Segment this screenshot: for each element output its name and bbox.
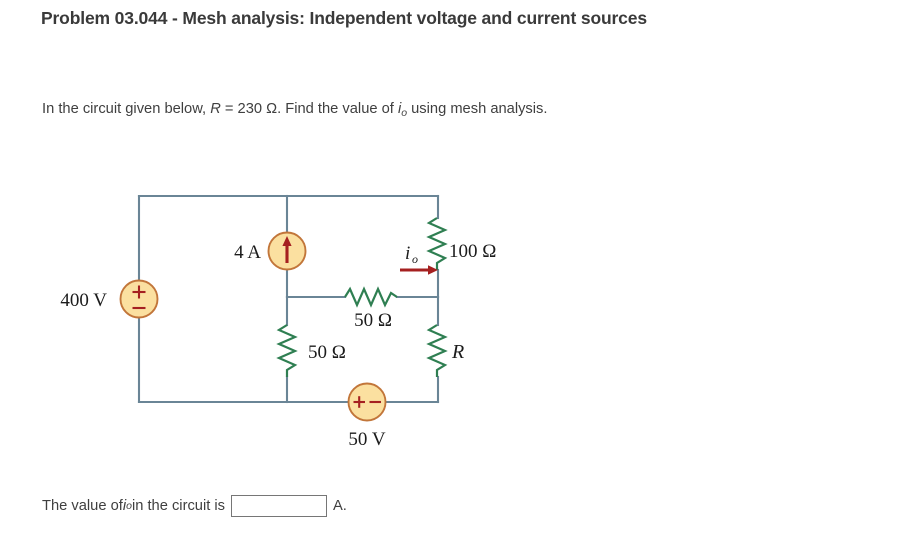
resistor-50-ohm-vertical-label: 50 Ω (308, 342, 346, 363)
statement-text-2: = 230 Ω. Find the value of (220, 101, 398, 117)
statement-var-R: R (210, 101, 221, 117)
circuit-diagram: 400 V 4 A 50 V (0, 160, 560, 480)
current-io-subscript: o (412, 252, 418, 266)
statement-text-3: using mesh analysis. (407, 101, 548, 117)
statement-text-1: In the circuit given below, (42, 101, 211, 117)
voltage-source-400v: 400 V (60, 279, 159, 319)
resistor-50-ohm-vertical-symbol (276, 324, 298, 377)
voltage-source-50v-body (347, 382, 387, 422)
plus-icon (132, 285, 146, 299)
answer-unit: A. (333, 498, 347, 514)
answer-var-i: i (122, 498, 127, 514)
arrow-up-icon (282, 236, 292, 263)
resistor-R-label: R (451, 341, 464, 363)
problem-statement: In the circuit given below, R = 230 Ω. F… (42, 101, 547, 119)
voltage-source-50v: 50 V (347, 382, 387, 450)
answer-mid-text: in the circuit is (131, 498, 226, 514)
voltage-source-400v-body (119, 279, 159, 319)
answer-var-i-subscript: o (126, 500, 132, 512)
answer-input[interactable] (231, 495, 328, 517)
resistor-R-symbol (426, 324, 448, 377)
page-title: Problem 03.044 - Mesh analysis: Independ… (41, 8, 647, 28)
resistor-50-ohm-horizontal-label: 50 Ω (354, 310, 392, 331)
statement-var-i: i (397, 101, 402, 117)
circuit-resistors (276, 217, 448, 377)
resistor-50-ohm-horizontal-symbol (344, 286, 398, 308)
resistor-100-ohm-label: 100 Ω (449, 241, 496, 262)
current-arrow-io: i o (400, 243, 438, 275)
current-io-label: i (405, 243, 410, 264)
answer-prefix: The value of (42, 498, 123, 514)
voltage-source-400v-label: 400 V (60, 290, 107, 311)
current-source-4a-label: 4 A (234, 242, 261, 263)
plus-icon (353, 396, 365, 408)
statement-var-i-subscript: o (401, 106, 408, 119)
resistor-100-ohm-symbol (426, 217, 448, 270)
circuit-wires (137, 194, 440, 404)
voltage-source-50v-label: 50 V (348, 429, 385, 450)
current-source-4a: 4 A (234, 231, 307, 271)
